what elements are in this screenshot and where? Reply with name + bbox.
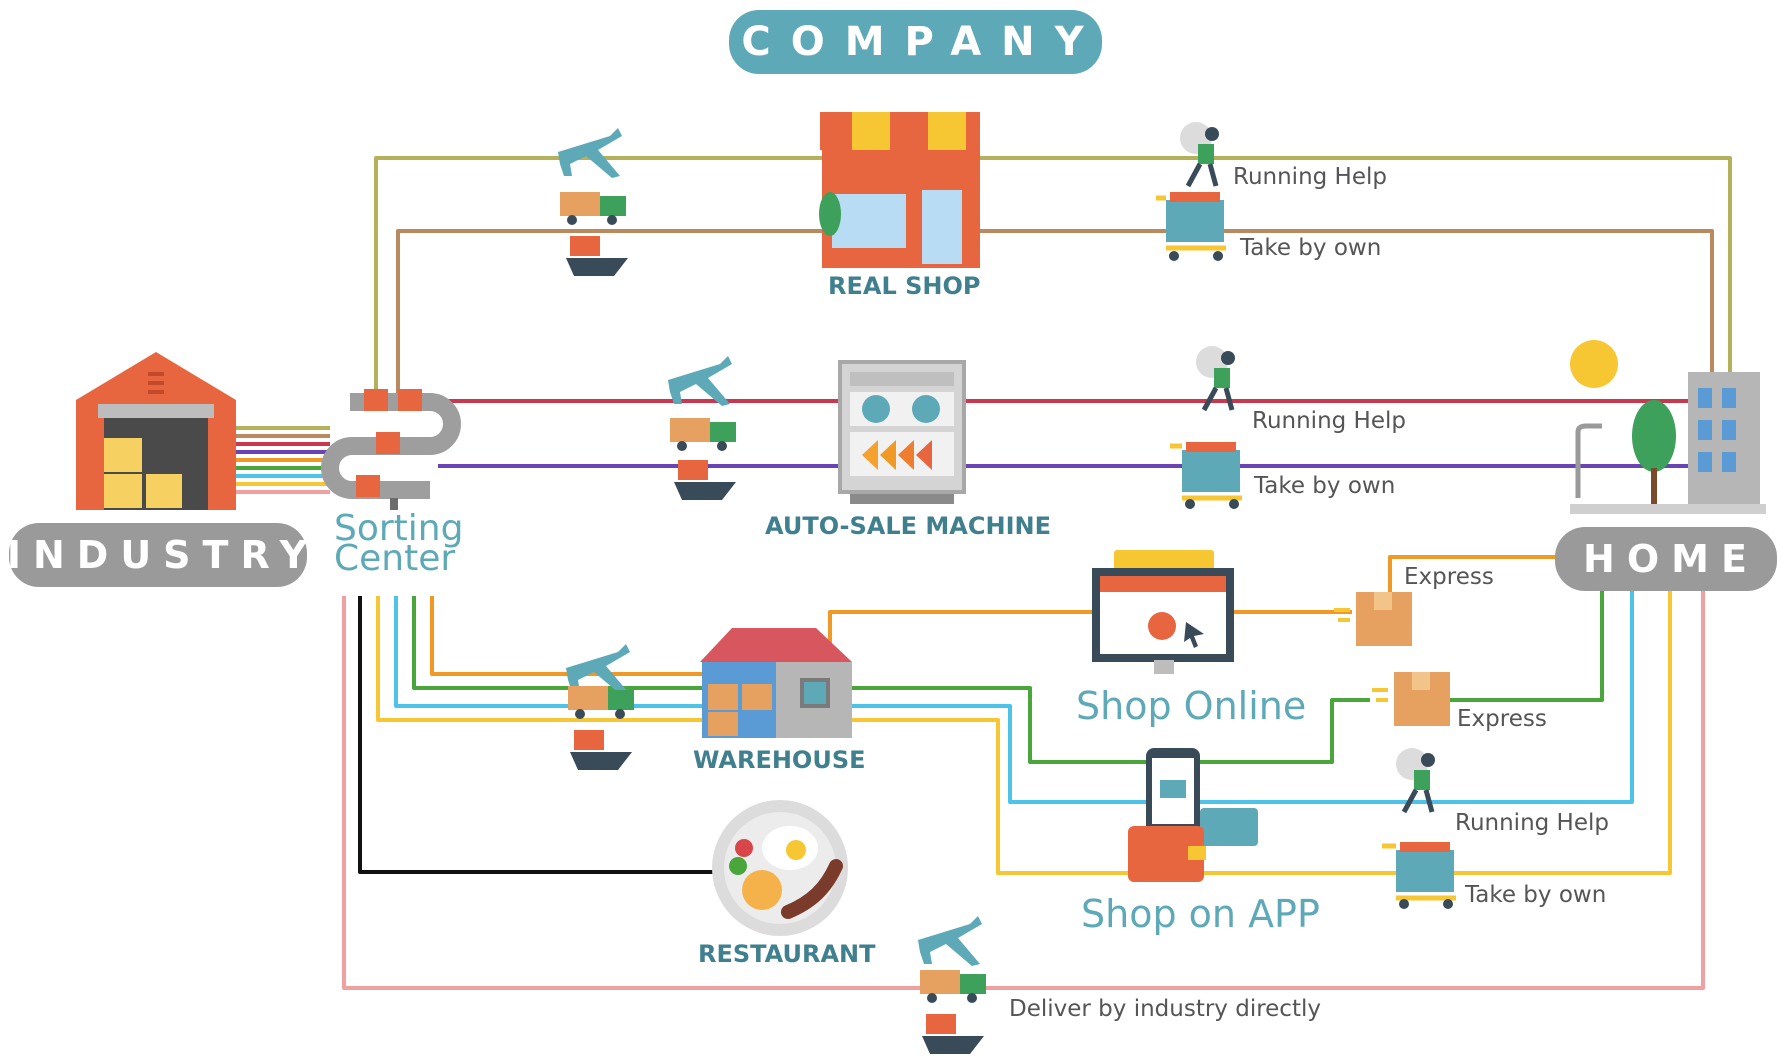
company-pill: COMPANY (729, 10, 1102, 74)
app-running-label: Running Help (1455, 810, 1609, 836)
shopping-cart-icon (1156, 192, 1226, 261)
ship-icon (570, 730, 632, 770)
truck-icon (920, 970, 986, 1003)
vending-machine-icon (838, 360, 966, 504)
sorting-center-line1: Sorting (334, 508, 464, 549)
home-pill: HOME (1555, 527, 1777, 591)
warehouse-label: WAREHOUSE (693, 746, 866, 774)
airplane-icon (558, 128, 622, 178)
ship-icon (566, 236, 628, 276)
transport-cluster-realshop (558, 128, 628, 276)
real-shop-take-label: Take by own (1240, 235, 1382, 261)
sorting-center-label: Sorting Center (334, 508, 464, 579)
route-direct (342, 590, 1705, 990)
route-restaurant (358, 596, 716, 874)
truck-icon (670, 418, 736, 451)
online-shop-monitor-icon (1092, 550, 1234, 674)
transport-cluster-auto (668, 356, 736, 500)
rocket-runner-icon (1180, 122, 1219, 188)
app-take-label: Take by own (1465, 882, 1607, 908)
transport-cluster-warehouse (566, 644, 634, 770)
airplane-icon (668, 356, 732, 406)
rocket-runner-icon (1396, 748, 1435, 814)
online-express-label: Express (1404, 564, 1494, 590)
industry-bundle-lines (236, 426, 330, 494)
route-real-shop-take (396, 229, 1714, 395)
real-shop-running-label: Running Help (1233, 164, 1387, 190)
ship-icon (922, 1014, 984, 1054)
airplane-icon (566, 644, 630, 694)
airplane-icon (918, 916, 982, 966)
rocket-runner-icon (1196, 346, 1235, 412)
shopping-cart-icon (1170, 442, 1242, 509)
auto-sale-label: AUTO-SALE MACHINE (765, 512, 1051, 540)
shop-app-label: Shop on APP (1081, 892, 1320, 936)
warehouse-house-icon (700, 628, 852, 738)
restaurant-label: RESTAURANT (698, 940, 876, 968)
company-label: COMPANY (741, 19, 1104, 65)
direct-delivery-label: Deliver by industry directly (1009, 996, 1321, 1022)
home-label: HOME (1583, 537, 1759, 581)
parcel-box-icon (1372, 672, 1450, 726)
real-shop-label: REAL SHOP (828, 272, 981, 300)
app-express-label: Express (1457, 706, 1547, 732)
route-app-express (412, 590, 1604, 764)
transport-cluster-direct (918, 916, 986, 1054)
parcel-box-icon (1334, 592, 1412, 646)
city-home-icon (1570, 340, 1766, 514)
route-real-shop-running (374, 156, 1732, 395)
truck-icon (560, 192, 626, 225)
sorting-center-line2: Center (334, 538, 456, 579)
industry-label: INDUSTRY (6, 533, 320, 577)
shop-online-label: Shop Online (1076, 684, 1307, 728)
storefront-icon (819, 112, 980, 268)
shopping-cart-icon (1382, 842, 1456, 909)
conveyor-belt-icon (321, 389, 461, 510)
auto-sale-running-label: Running Help (1252, 408, 1406, 434)
restaurant-plate-icon (712, 800, 848, 936)
auto-sale-take-label: Take by own (1254, 473, 1396, 499)
ship-icon (674, 460, 736, 500)
phone-app-wallet-icon (1128, 748, 1258, 882)
warehouse-building-icon (76, 352, 236, 510)
industry-pill: INDUSTRY (7, 523, 307, 587)
truck-icon (568, 686, 634, 719)
route-app-running (394, 590, 1634, 804)
route-app-take (376, 590, 1672, 875)
